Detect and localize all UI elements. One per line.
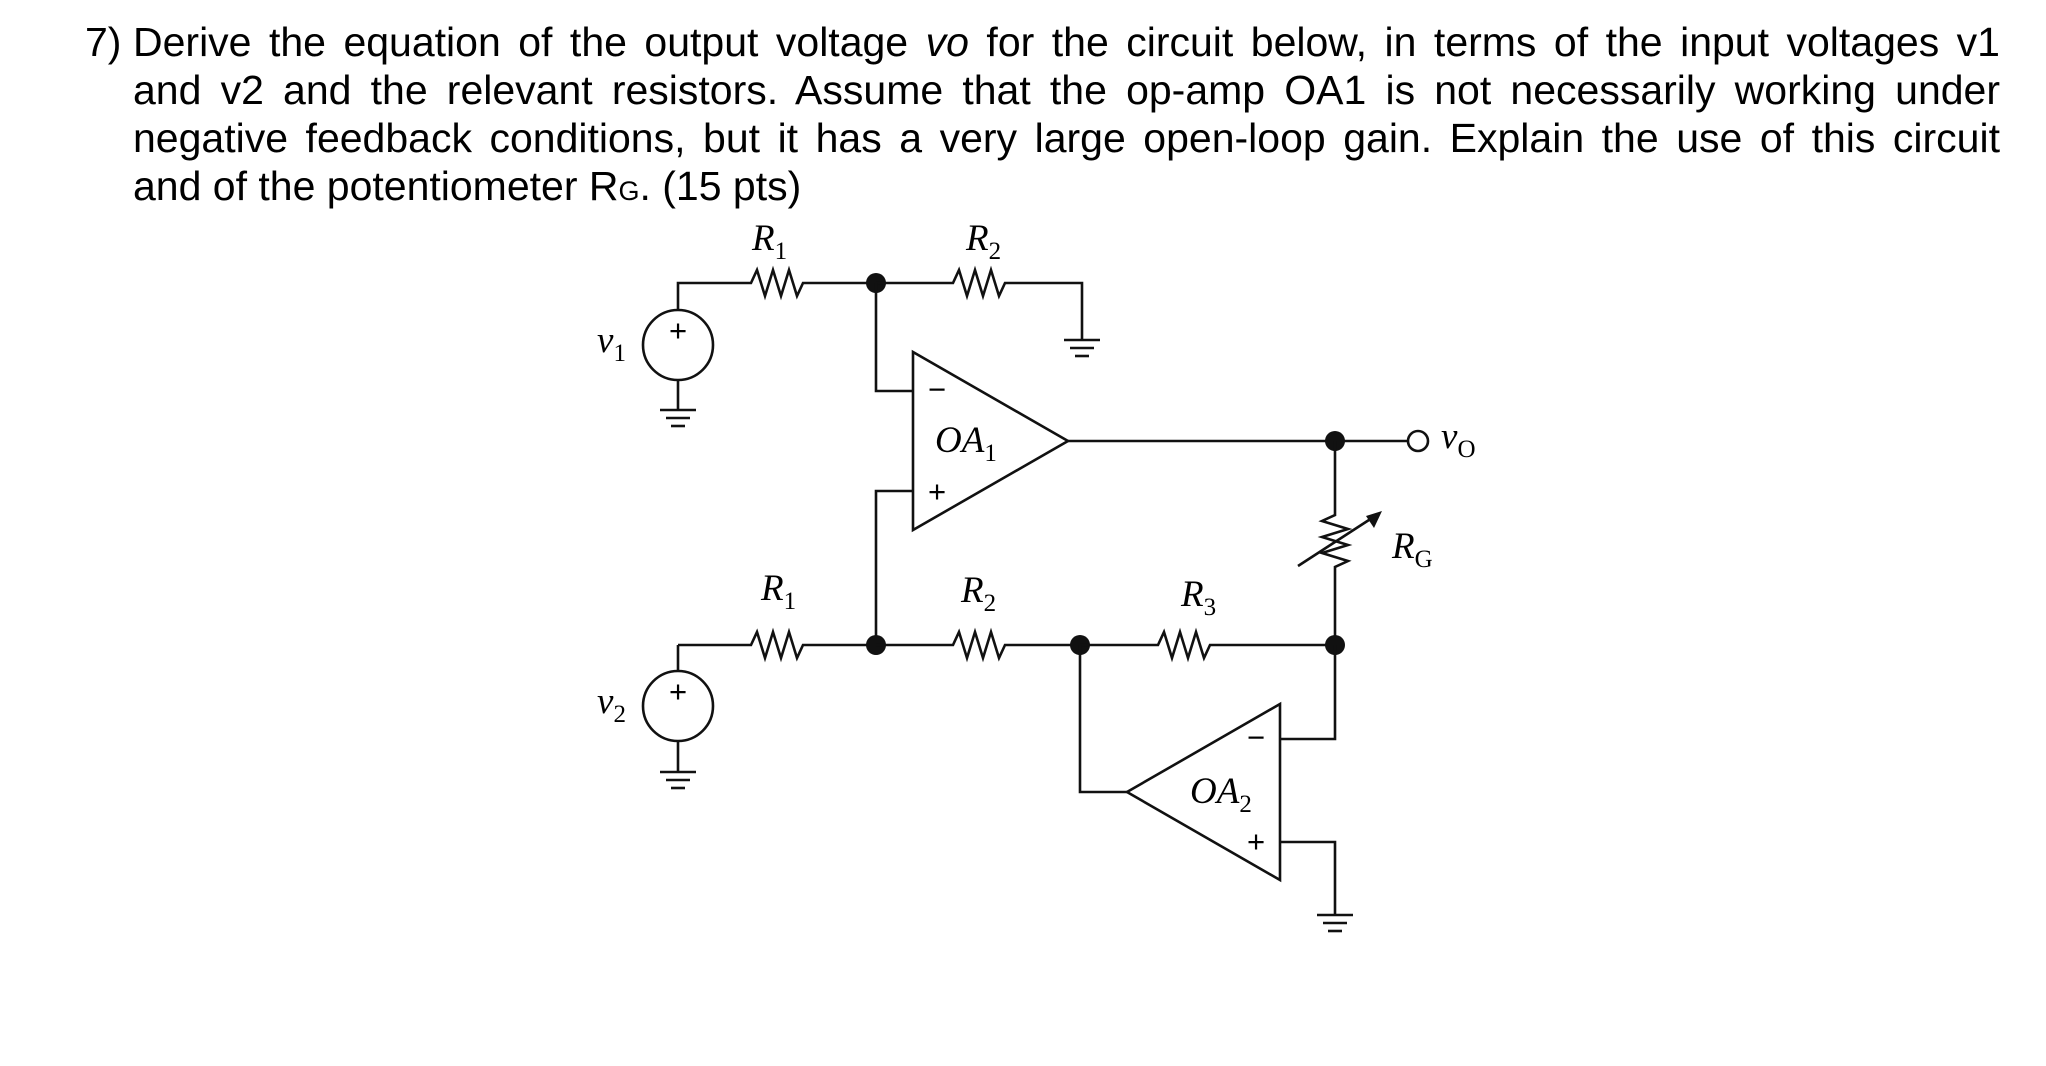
question-text: 7) Derive the equation of the output vol…: [85, 18, 2000, 215]
source-v2: [641, 645, 715, 772]
resistor-r1-bottom: [678, 627, 876, 663]
potentiometer-rg: [1297, 441, 1382, 645]
oa1-inverting-sign: −: [928, 372, 946, 407]
oa1-label: OA1: [935, 420, 997, 467]
ground-icon: [1064, 338, 1100, 358]
source-v1: [641, 287, 715, 410]
resistor-r2-bottom: [876, 627, 1080, 663]
resistor-r1-bottom-label: R1: [760, 568, 796, 615]
wire-oa2-noninverting: [1280, 840, 1337, 915]
ground-icon: [1317, 913, 1353, 933]
output-voltage-symbol: vo: [925, 19, 969, 65]
question-line-4-end: . (15 pts): [639, 163, 802, 209]
oa2-noninverting-sign: +: [1247, 824, 1265, 859]
wire-oa2-inverting: [1280, 645, 1337, 741]
resistor-r2-top: [876, 265, 1084, 340]
source-v2-label: v2: [597, 681, 626, 728]
resistor-r3: [1080, 627, 1335, 663]
opamp-oa2: [1124, 701, 1282, 883]
opamp-oa1: [911, 349, 1071, 533]
ground-icon: [660, 408, 696, 428]
source-v2-polarity: +: [669, 674, 687, 709]
ground-icon: [660, 770, 696, 790]
potentiometer-rg-label: RG: [1391, 526, 1433, 573]
wire-oa2-output: [1078, 645, 1127, 794]
oa2-inverting-sign: −: [1247, 720, 1265, 755]
question-line-1: Derive the equation of the output voltag…: [133, 18, 2000, 66]
question-line-4: and of the potentiometer RG. (15 pts): [133, 162, 2000, 215]
oa2-label: OA2: [1190, 771, 1252, 818]
source-v1-polarity: +: [669, 313, 687, 348]
output-terminal: [1406, 429, 1430, 453]
source-v1-label: v1: [597, 320, 626, 367]
resistor-r1-top: [676, 265, 876, 301]
question-line-3: negative feedback conditions, but it has…: [133, 115, 2000, 161]
oa1-noninverting-sign: +: [928, 474, 946, 509]
question-number: 7): [85, 19, 122, 65]
question-line-2: and v2 and the relevant resistors. Assum…: [133, 67, 2000, 113]
question-line-4-subscript: G: [618, 176, 640, 206]
resistor-r1-top-label: R1: [751, 218, 787, 265]
question-line-1-end: for the circuit below, in terms of the i…: [986, 19, 2000, 65]
wire-oa1-noninverting: [874, 489, 913, 645]
question-line-4-start: and of the potentiometer R: [133, 163, 619, 209]
wire-oa1-inverting: [874, 283, 913, 393]
output-label: vO: [1441, 416, 1476, 463]
resistor-r3-label: R3: [1180, 574, 1216, 621]
resistor-r2-top-label: R2: [965, 218, 1001, 265]
resistor-r2-bottom-label: R2: [960, 570, 996, 617]
question-line-1-start: Derive the equation of the output voltag…: [133, 19, 909, 65]
